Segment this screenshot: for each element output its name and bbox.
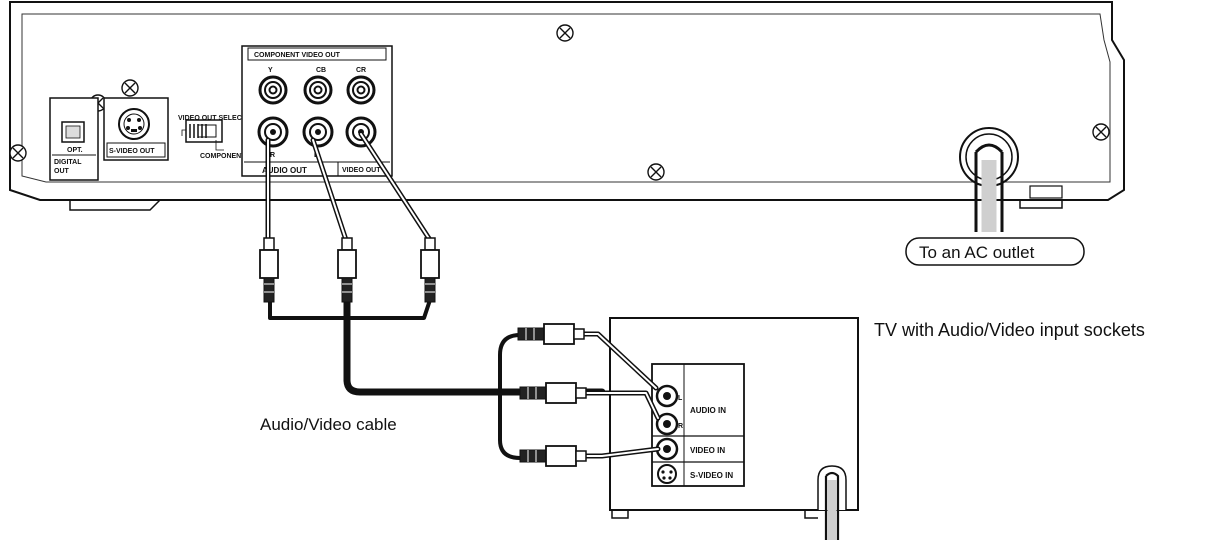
video-out-select-label: VIDEO OUT SELECT — [178, 115, 247, 122]
plug-icon — [337, 237, 357, 303]
jack-cb-label: CB — [316, 67, 326, 74]
tv-audio-l-jack-icon — [655, 384, 679, 408]
screw-icon — [121, 79, 139, 97]
plug-icon — [519, 445, 587, 467]
video-out-select-switch: VIDEO OUT SELECT S COMPONENT — [178, 115, 247, 160]
tv-description: TV with Audio/Video input sockets — [874, 320, 1145, 340]
plug-icon — [259, 237, 279, 303]
plug-icon — [517, 323, 585, 345]
svideo-in-label: S-VIDEO IN — [690, 471, 733, 480]
select-component-label: COMPONENT — [200, 153, 246, 160]
tv-svideo-in-jack-icon — [657, 464, 677, 484]
plug-icon — [420, 237, 440, 303]
out-label: OUT — [54, 168, 70, 175]
video-in-label: VIDEO IN — [690, 446, 725, 455]
audio-r-label: R — [270, 152, 275, 159]
plug-icon — [519, 382, 587, 404]
jack-cb-icon — [303, 75, 333, 105]
screw-icon — [556, 24, 574, 42]
tv-power-cord — [817, 465, 847, 540]
component-header: COMPONENT VIDEO OUT — [254, 52, 341, 59]
screw-icon — [1092, 123, 1110, 141]
audio-out-label: AUDIO OUT — [262, 166, 307, 175]
component-output-block: COMPONENT VIDEO OUT Y CB CR R L AUDIO OU… — [241, 45, 393, 177]
digital-label: DIGITAL — [54, 159, 82, 166]
power-cord — [959, 127, 1019, 232]
tv-rear-panel: L R AUDIO IN VIDEO IN S-VIDEO IN — [609, 317, 859, 540]
audio-r-jack-icon — [257, 116, 289, 148]
video-out-label: VIDEO OUT — [342, 167, 381, 174]
ac-outlet-callout: To an AC outlet — [905, 237, 1085, 266]
tv-r-label: R — [678, 423, 683, 430]
jack-cr-label: CR — [356, 67, 366, 74]
opt-label: OPT. — [67, 147, 83, 154]
screw-icon — [9, 144, 27, 162]
tv-l-label: L — [678, 395, 683, 402]
av-cable-label: Audio/Video cable — [260, 415, 397, 434]
audio-l-jack-icon — [302, 116, 334, 148]
audio-in-label: AUDIO IN — [690, 406, 726, 415]
jack-y-label: Y — [268, 67, 273, 74]
tv-audio-r-jack-icon — [655, 412, 679, 436]
jack-cr-icon — [346, 75, 376, 105]
av-cable — [265, 131, 661, 460]
digital-out-module: OPT. DIGITAL OUT — [49, 97, 99, 181]
ac-outlet-label: To an AC outlet — [919, 243, 1035, 262]
svideo-out-module: S-VIDEO OUT — [103, 97, 169, 161]
svideo-out-label: S-VIDEO OUT — [109, 148, 155, 155]
screw-icon — [647, 163, 665, 181]
jack-y-icon — [258, 75, 288, 105]
